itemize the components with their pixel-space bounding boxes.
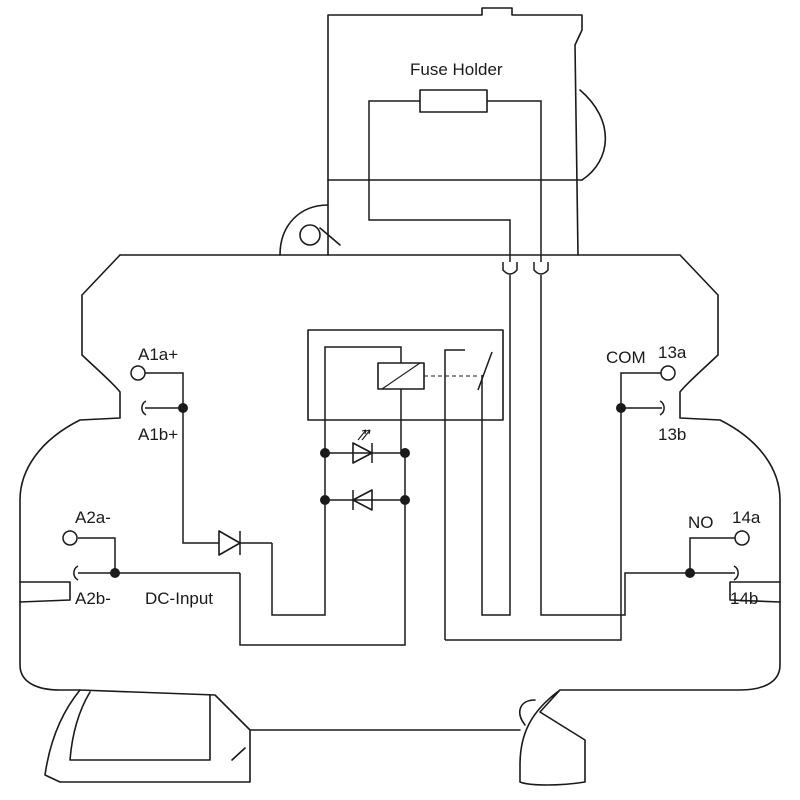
- label-a2b: A2b-: [75, 589, 111, 608]
- terminal-a1b-icon[interactable]: [141, 400, 147, 416]
- terminal-14a-icon[interactable]: [734, 530, 750, 546]
- terminal-13b-icon[interactable]: [659, 400, 665, 416]
- label-a1a: A1a+: [138, 345, 178, 364]
- fuse-holder-housing: [279, 7, 607, 256]
- terminal-13a-icon[interactable]: [660, 365, 676, 381]
- fuse-element: [368, 89, 549, 275]
- terminal-a1a-icon[interactable]: [130, 365, 146, 381]
- label-13b: 13b: [658, 425, 686, 444]
- label-com: COM: [606, 348, 646, 367]
- label-14b: 14b: [730, 589, 758, 608]
- label-dc-input: DC-Input: [145, 589, 213, 608]
- fuse-holder-label: Fuse Holder: [410, 60, 503, 79]
- input-wiring: [78, 372, 272, 574]
- label-14a: 14a: [732, 508, 761, 527]
- label-no: NO: [688, 513, 714, 532]
- terminal-a2b-icon[interactable]: [73, 565, 79, 581]
- label-a1b: A1b+: [138, 425, 178, 444]
- contact-com-line: [444, 349, 465, 640]
- terminal-a2a-icon[interactable]: [62, 530, 78, 546]
- module-housing: [19, 254, 781, 786]
- junction-dots: [110, 403, 695, 578]
- status-led-icon: [325, 429, 405, 464]
- protection-diode-icon: [325, 489, 405, 511]
- input-diode-icon: [218, 530, 241, 556]
- output-wiring: [445, 275, 735, 641]
- label-13a: 13a: [658, 343, 687, 362]
- terminal-14b-icon[interactable]: [733, 565, 739, 581]
- label-a2a: A2a-: [75, 508, 111, 527]
- relay-box: [307, 275, 511, 640]
- relay-contact-switch-icon: [477, 351, 493, 391]
